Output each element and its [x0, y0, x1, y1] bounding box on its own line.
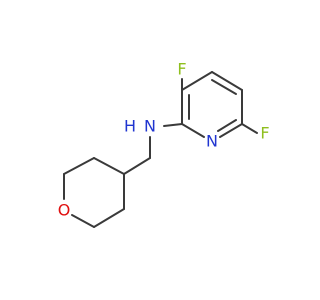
oxane-ring: [63, 157, 125, 228]
bond-n1-c2: [181, 123, 205, 138]
bond-thp-o-c6: [71, 214, 95, 228]
pyridine-ring: [181, 71, 243, 138]
bond-c4-c5-inner: [211, 79, 237, 95]
bond-thp-c6-c5: [93, 208, 125, 228]
bond-c4-c5: [211, 71, 243, 91]
fluorine-top-label: F: [177, 60, 186, 79]
bond-thp-c4-c3: [93, 157, 125, 175]
bond-c6-n1-inner: [217, 119, 237, 132]
fluorine-right-label: F: [260, 124, 269, 143]
bond-ch2-c4-thp: [123, 157, 151, 175]
bond-c3-c4: [181, 71, 213, 91]
bond-c6-n1: [219, 123, 243, 138]
amine-nitrogen-label: N: [144, 117, 156, 136]
structure-canvas: F F N H N O: [57, 59, 270, 228]
oxane-oxygen-label: O: [58, 201, 71, 220]
bond-c6-f: [241, 123, 258, 134]
pyridine-nitrogen-label: N: [206, 132, 218, 151]
amine-hydrogen-label: H: [124, 117, 136, 136]
bond-thp-c3-c2: [63, 157, 95, 175]
molecule-structure: F F N H N O: [58, 60, 270, 228]
bond-c2-nh: [163, 123, 183, 127]
